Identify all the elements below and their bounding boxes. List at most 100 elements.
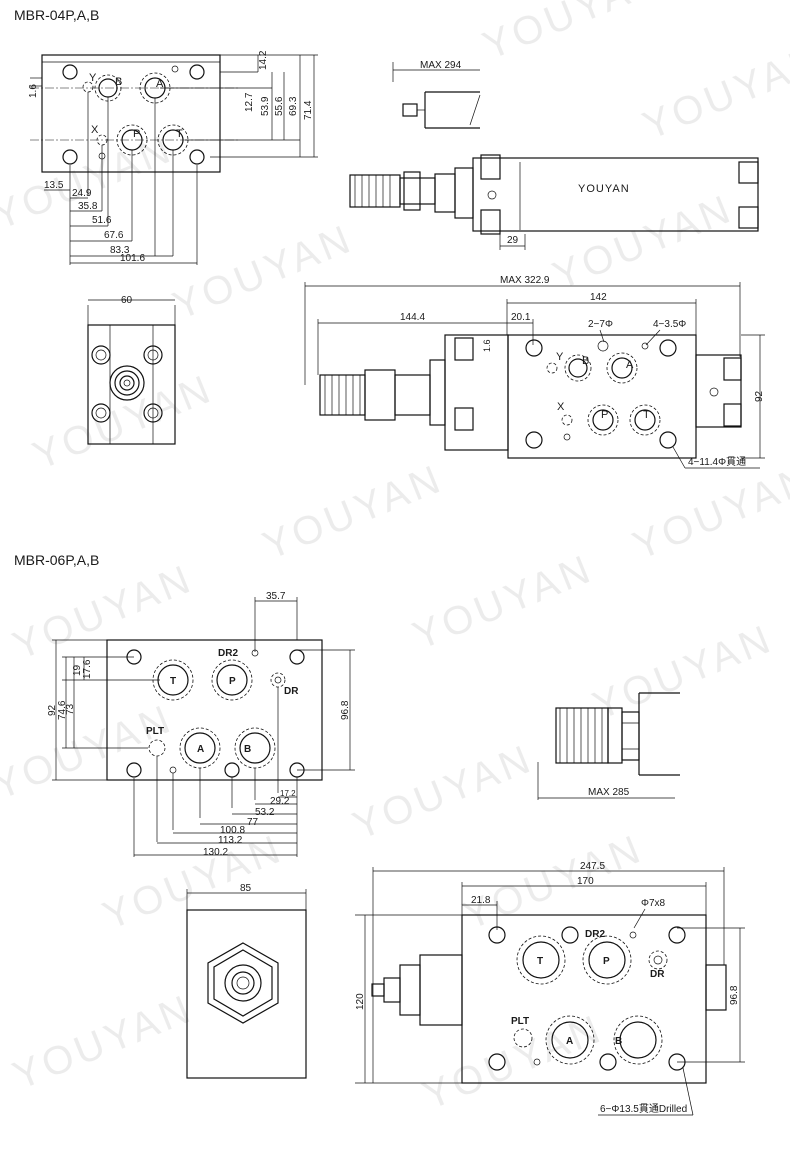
watermark-2: YOUYAN xyxy=(637,36,790,148)
mbr04-front-label-b: B xyxy=(582,355,589,367)
mbr06-dim-73: 73 xyxy=(65,703,76,715)
mbr04-dim-60: 60 xyxy=(121,295,133,306)
mbr06-front-dim-21-8: 21.8 xyxy=(471,895,491,906)
mbr04-dim-51-6: 51.6 xyxy=(92,215,112,226)
mbr04-dim-1-6: 1.6 xyxy=(28,84,39,98)
mbr04-side-view: MAX 294 YOUYAN 29 xyxy=(349,60,759,250)
mbr04-dim-14-2: 14.2 xyxy=(258,50,269,70)
mbr06-dim-92: 92 xyxy=(47,704,58,716)
mbr06-front-dim-96-8: 96.8 xyxy=(729,985,740,1005)
mbr04-dim-53-9: 53.9 xyxy=(260,96,271,116)
mbr04-label-a: A xyxy=(156,78,164,90)
mbr04-dim-101-6: 101.6 xyxy=(120,253,145,264)
mbr04-front-label-x: X xyxy=(557,401,565,413)
mbr06-end-view: 85 xyxy=(186,883,307,1079)
mbr06-front-dim-170: 170 xyxy=(577,876,594,887)
mbr04-bolt-hole xyxy=(62,149,78,165)
watermarks: YOUYAN YOUYAN YOUYAN YOUYAN YOUYAN YOUYA… xyxy=(0,0,790,1118)
mbr06-side-max: MAX 285 xyxy=(588,787,630,798)
mbr06-dim-85: 85 xyxy=(240,883,252,894)
watermark-12: YOUYAN xyxy=(0,696,180,808)
mbr04-label-y: Y xyxy=(89,72,97,84)
mbr06-dim-35-7: 35.7 xyxy=(266,591,286,602)
mbr04-port-p-outer xyxy=(116,124,148,156)
mbr06-front-label-p: P xyxy=(603,956,610,967)
mbr04-front-label-p: P xyxy=(601,409,608,421)
mbr04-title: MBR-04P,A,B xyxy=(14,7,99,23)
mbr04-dim-35-8: 35.8 xyxy=(78,201,98,212)
mbr06-dim-19: 19 xyxy=(72,664,83,676)
watermark-7: YOUYAN xyxy=(257,456,450,568)
mbr04-bolt-hole xyxy=(189,149,205,165)
mbr04-dim-71-4: 71.4 xyxy=(303,100,314,120)
mbr04-front-holes: 4−11.4Φ貫通 xyxy=(688,456,746,468)
mbr06-front-label-dr: DR xyxy=(650,969,665,980)
watermark-9: YOUYAN xyxy=(7,556,200,668)
watermark-8: YOUYAN xyxy=(627,456,790,568)
mbr06-front-dim-7x8: Φ7x8 xyxy=(641,898,666,909)
mbr04-front-max: MAX 322.9 xyxy=(500,275,550,286)
mbr06-front-label-dr2: DR2 xyxy=(585,929,605,940)
mbr04-label-b: B xyxy=(115,76,122,88)
mbr06-label-t: T xyxy=(170,676,176,687)
mbr06-dim-53-2: 53.2 xyxy=(255,807,275,818)
mbr06-dim-77: 77 xyxy=(247,817,259,828)
mbr06-front-holes: 6−Φ13.5貫通Drilled xyxy=(600,1103,687,1115)
mbr04-front-dim-144-4: 144.4 xyxy=(400,312,425,323)
watermark-15: YOUYAN xyxy=(457,826,650,938)
mbr06-front-label-a: A xyxy=(566,1036,573,1047)
mbr06-front-dim-120: 120 xyxy=(355,993,366,1010)
mbr04-dim-55-6: 55.6 xyxy=(274,96,285,116)
mbr04-front-dim-92: 92 xyxy=(754,390,765,402)
mbr06-dim-17-6: 17.6 xyxy=(82,659,93,679)
watermark-11: YOUYAN xyxy=(587,616,780,728)
mbr04-end-body xyxy=(87,324,176,445)
mbr06-hex-nut xyxy=(207,942,279,1024)
mbr06-dim-29-2: 29.2 xyxy=(270,796,290,807)
watermark-6: YOUYAN xyxy=(27,366,220,478)
mbr06-front-label-plt: PLT xyxy=(511,1016,529,1027)
mbr06-label-dr2: DR2 xyxy=(218,648,238,659)
mbr04-bolt-hole xyxy=(62,64,78,80)
watermark-5: YOUYAN xyxy=(547,186,740,298)
mbr04-front-label-t: T xyxy=(643,409,650,421)
mbr04-dim-67-6: 67.6 xyxy=(104,230,124,241)
watermark-16: YOUYAN xyxy=(7,986,200,1098)
mbr04-front-view: MAX 322.9 142 144.4 20.1 2−7Φ 4−3.5Φ 1.6 xyxy=(304,275,765,469)
mbr04-side-knob xyxy=(349,174,401,208)
watermark-3: YOUYAN xyxy=(0,126,180,238)
mbr06-title: MBR-06P,A,B xyxy=(14,552,99,568)
mbr04-side-brand: YOUYAN xyxy=(578,183,630,195)
mbr06-dim-74-6: 74.6 xyxy=(57,700,68,720)
mbr06-front-dim-247-5: 247.5 xyxy=(580,861,605,872)
mbr04-front-label-a: A xyxy=(626,359,634,371)
mbr04-pin xyxy=(171,65,179,73)
mbr04-front-label-y: Y xyxy=(556,351,564,363)
mbr06-label-a: A xyxy=(197,744,204,755)
mbr06-label-b: B xyxy=(244,744,251,755)
watermark-4: YOUYAN xyxy=(167,216,360,328)
mbr04-dim-83-3: 83.3 xyxy=(110,245,130,256)
mbr06-label-p: P xyxy=(229,676,236,687)
mbr04-label-x: X xyxy=(91,124,99,136)
watermark-1: YOUYAN xyxy=(477,0,670,68)
mbr04-adjuster xyxy=(109,365,145,401)
mbr06-top-body xyxy=(106,639,323,781)
mbr06-label-dr: DR xyxy=(284,686,299,697)
mbr04-end-view: 60 xyxy=(87,295,176,445)
mbr04-front-dim-4-3-5: 4−3.5Φ xyxy=(653,319,686,330)
watermark-10: YOUYAN xyxy=(407,546,600,658)
mbr04-dim-24-9: 24.9 xyxy=(72,188,92,199)
mbr06-front-label-t: T xyxy=(537,956,543,967)
mbr06-dim-113-2: 113.2 xyxy=(218,835,243,846)
mbr06-dim-96-8: 96.8 xyxy=(340,700,351,720)
mbr04-side-max: MAX 294 xyxy=(420,60,462,71)
mbr06-top-view: 35.7 DR2 T P DR PLT A B xyxy=(47,591,355,858)
mbr06-front-view: 247.5 170 21.8 Φ7x8 DR2 xyxy=(355,861,745,1116)
mbr04-front-knob xyxy=(319,374,366,416)
mbr04-dim-13-5: 13.5 xyxy=(44,180,64,191)
mbr04-side-dim-29: 29 xyxy=(507,235,519,246)
mbr04-top-body xyxy=(41,54,221,173)
mbr04-label-t: T xyxy=(176,128,183,140)
